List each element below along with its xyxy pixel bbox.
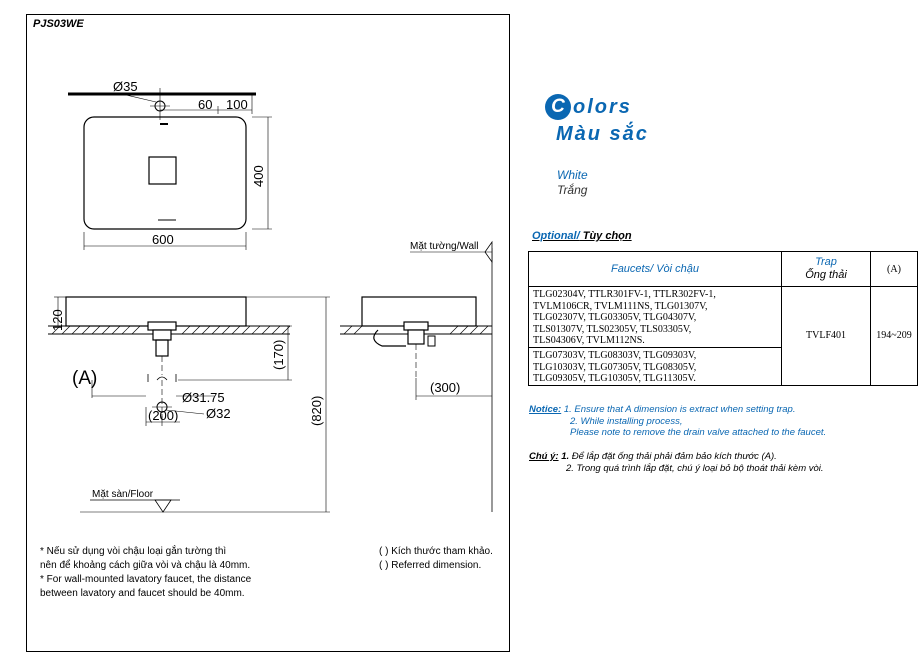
table-header-row: Faucets/ Vòi chậu Trap Ống thải (A) — [528, 251, 918, 287]
dim-a: (A) — [72, 368, 97, 389]
technical-drawing: Ø35 60 100 400 600 — [48, 79, 493, 513]
dim-120: 120 — [50, 309, 65, 331]
faucets-group-1: TLG02304V, TTLR301FV-1, TTLR302FV-1, TVL… — [528, 286, 782, 348]
faucet-line: TVLM106CR, TVLM111NS, TLG01307V, — [533, 300, 708, 312]
notice-line-1: Notice: 1. Ensure that A dimension is ex… — [529, 404, 826, 416]
header-trap-en: Trap — [815, 256, 837, 268]
header-trap-vi: Ống thải — [805, 269, 847, 281]
top-view — [68, 88, 272, 250]
a-value-cell: 194~209 — [870, 286, 918, 386]
notice-line-3: Please note to remove the drain valve at… — [570, 427, 827, 438]
model-code: PJS03WE — [33, 18, 84, 30]
side-section-labels: Mặt tường/Wall (300) — [410, 241, 478, 395]
floor-label: Mặt sàn/Floor — [92, 489, 154, 500]
optional-heading: Optional/ Tùy chọn — [532, 230, 632, 242]
faucet-line: TLS01307V, TLS02305V, TLS03305V, — [533, 323, 692, 335]
colors-initial-badge: C — [545, 94, 571, 120]
chuy-line-2: 2. Trong quá trình lắp đặt, chú ý loại b… — [566, 462, 824, 474]
color-white-vi: Trắng — [557, 183, 588, 197]
notice-block: Notice: 1. Ensure that A dimension is ex… — [529, 404, 826, 439]
colors-title-vi: Màu sắc — [556, 123, 649, 145]
header-a: (A) — [870, 251, 918, 287]
faucets-group-2: TLG07303V, TLG08303V, TLG09303V, TLG1030… — [528, 347, 782, 386]
chuy-line-1: Chú ý: 1. Để lắp đặt ống thải phải đảm b… — [529, 451, 824, 463]
colors-title-en: olors — [573, 96, 632, 118]
drawing-frame — [26, 14, 510, 652]
notice-line-2: 2. While installing process, — [570, 415, 683, 427]
dim-820: (820) — [309, 396, 324, 426]
note-right-line: ( ) Kích thước tham khảo. — [379, 546, 493, 557]
optional-label-en: Optional/ — [532, 230, 580, 242]
chuy-block: Chú ý: 1. Để lắp đặt ống thải phải đảm b… — [529, 451, 824, 474]
dim-32: Ø32 — [206, 406, 231, 421]
front-section-labels: 120 (170) (820) (A) Ø31.75 (200) Ø32 Mặt… — [50, 309, 324, 500]
faucet-line: TLG09305V, TLG10305V, TLG11305V. — [533, 373, 696, 384]
note-right: ( ) Kích thước tham khảo. ( ) Referred d… — [379, 545, 493, 573]
faucet-line: TLS04306V, TVLM112NS. — [533, 335, 645, 346]
dim-60: 60 — [198, 97, 212, 112]
optional-label-vi: Tùy chọn — [579, 230, 632, 242]
color-white-en: White — [557, 168, 588, 182]
note-left: * Nếu sử dụng vòi chậu loại gắn tường th… — [40, 545, 251, 601]
dim-hole: Ø35 — [113, 79, 138, 94]
dim-170: (170) — [271, 340, 286, 370]
front-section — [48, 296, 330, 513]
faucet-line: TLG10303V, TLG07305V, TLG08305V, — [533, 361, 697, 373]
dim-300: (300) — [430, 380, 460, 395]
dim-400: 400 — [251, 165, 266, 187]
header-trap: Trap Ống thải — [781, 251, 871, 287]
note-left-line: * Nếu sử dụng vòi chậu loại gắn tường th… — [40, 546, 227, 557]
dim-200: (200) — [148, 408, 178, 423]
notice-label: Notice: — [529, 404, 562, 415]
chuy-num: 1. — [558, 451, 570, 462]
faucet-line: TLG02304V, TTLR301FV-1, TTLR302FV-1, — [533, 289, 716, 300]
note-left-line: nên để khoảng cách giữa vòi và chậu là 4… — [40, 560, 251, 571]
table-row: TLG02304V, TTLR301FV-1, TTLR302FV-1, TVL… — [528, 286, 918, 386]
table-row: TLG07303V, TLG08303V, TLG09303V, TLG1030… — [528, 347, 918, 386]
note-left-line: between lavatory and faucet should be 40… — [40, 588, 245, 599]
faucet-line: TLG02307V, TLG03305V, TLG04307V, — [533, 312, 697, 323]
top-view-labels: Ø35 60 100 400 600 — [113, 79, 266, 247]
chuy-label: Chú ý: — [529, 451, 559, 462]
dim-600: 600 — [152, 232, 174, 247]
note-left-line: * For wall-mounted lavatory faucet, the … — [40, 574, 252, 585]
dim-31-75: Ø31.75 — [182, 390, 225, 405]
notice-text-1: 1. Ensure that A dimension is extract wh… — [561, 404, 796, 415]
side-section — [340, 240, 493, 512]
note-right-line: ( ) Referred dimension. — [379, 560, 482, 571]
trap-cell: TVLF401 — [781, 286, 871, 386]
optional-table: Faucets/ Vòi chậu Trap Ống thải (A) TLG0… — [528, 251, 918, 386]
header-faucets: Faucets/ Vòi chậu — [528, 251, 782, 287]
faucet-line: TLG07303V, TLG08303V, TLG09303V, — [533, 350, 697, 361]
chuy-text-1: Để lắp đặt ống thải phải đảm bảo kích th… — [569, 451, 777, 462]
wall-label: Mặt tường/Wall — [410, 241, 478, 252]
dim-100: 100 — [226, 97, 248, 112]
